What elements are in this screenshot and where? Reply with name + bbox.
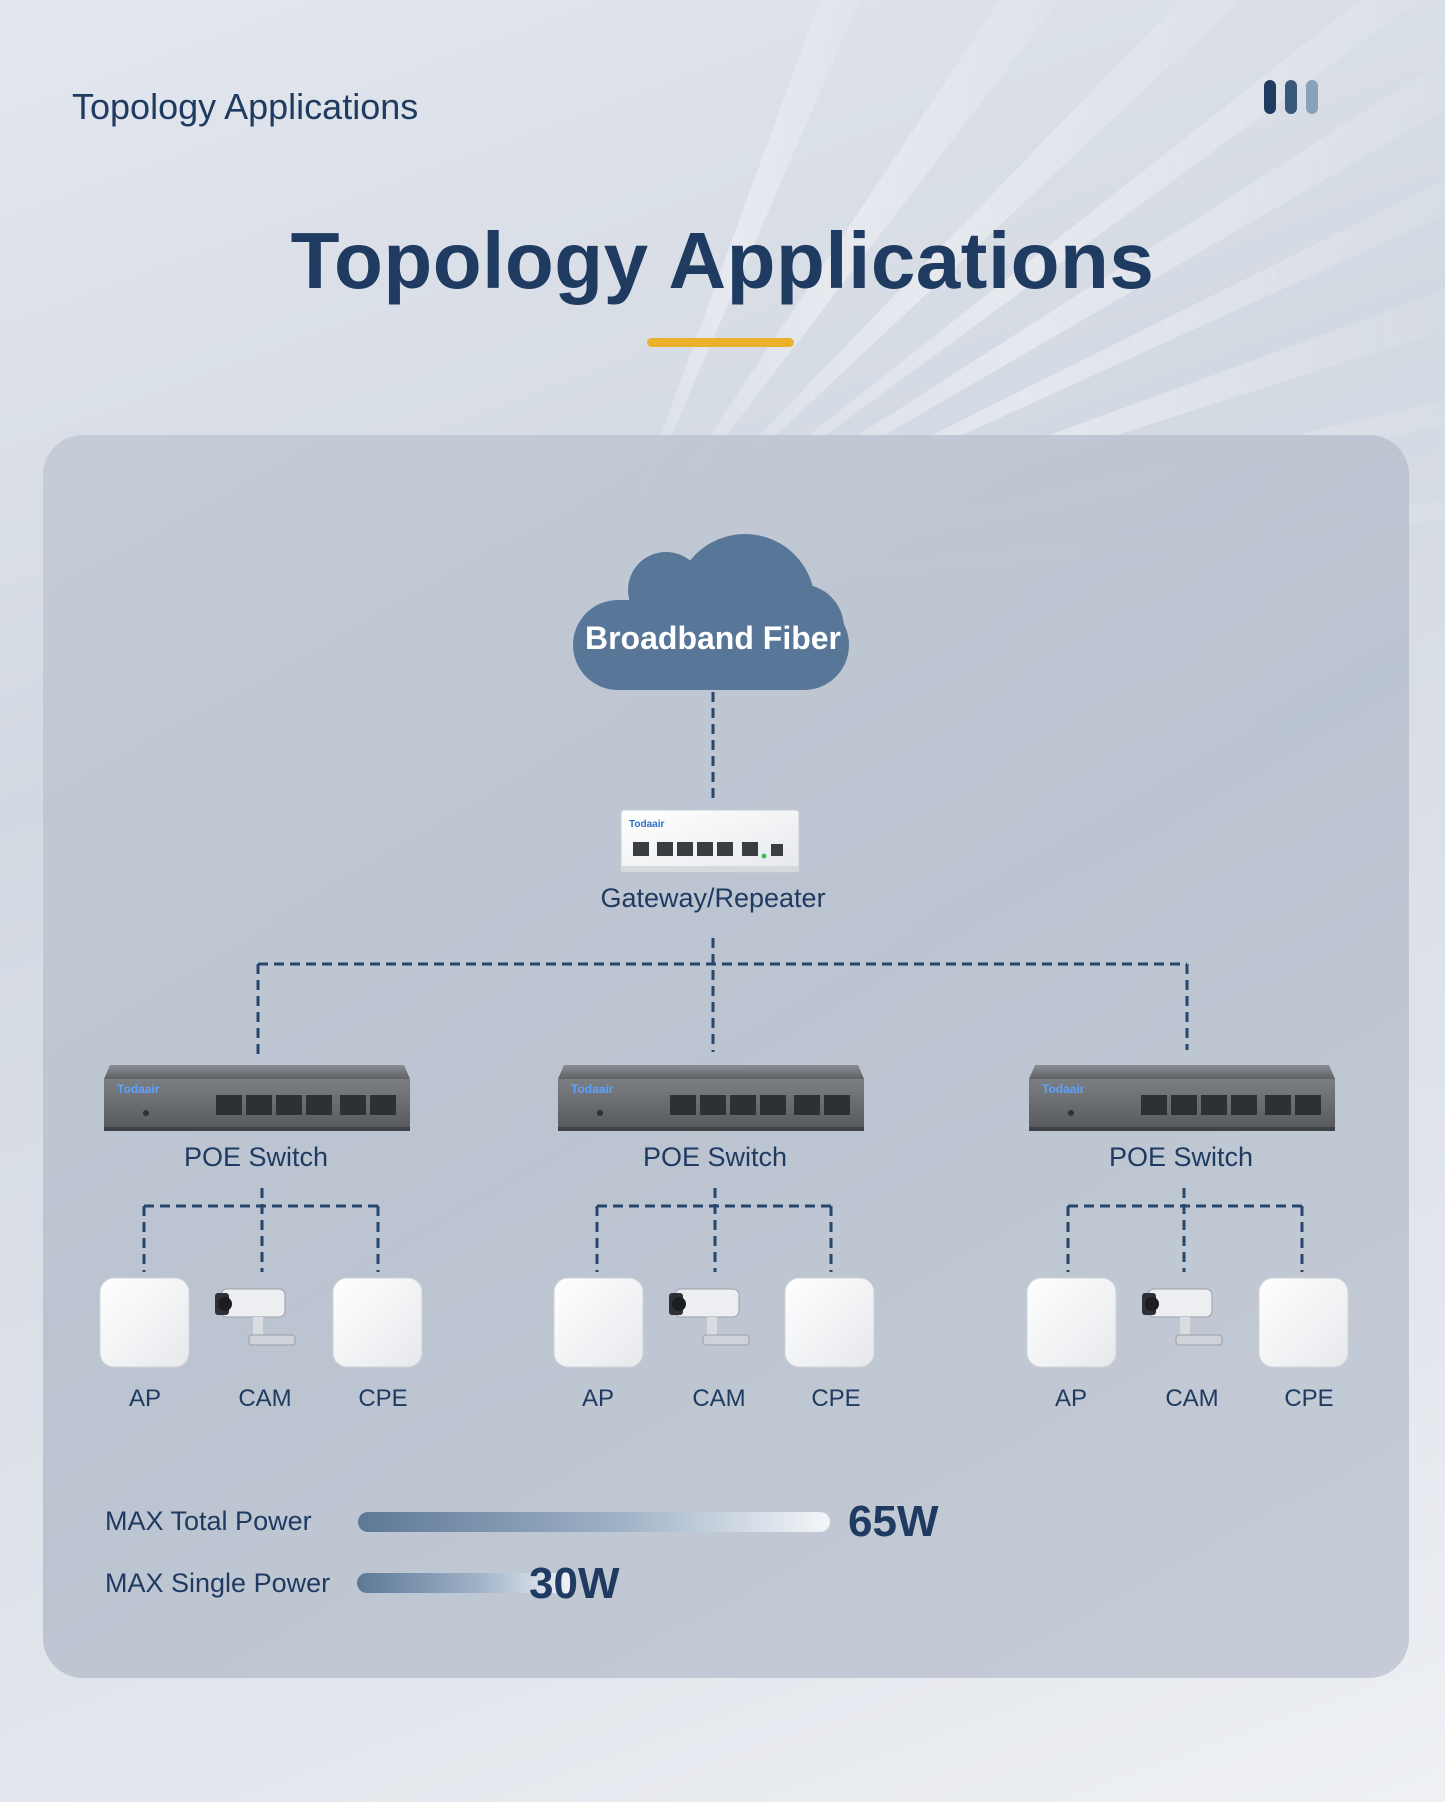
gateway-label: Gateway/Repeater — [600, 883, 826, 913]
poe-switch-icon — [1029, 1065, 1335, 1131]
camera-icon — [1142, 1288, 1223, 1346]
device-label: AP — [1054, 1385, 1087, 1412]
device-label: CAM — [692, 1385, 746, 1412]
title-underline — [647, 338, 794, 347]
cloud-label: Broadband Fiber — [584, 620, 841, 656]
cpe-icon — [784, 1277, 875, 1368]
switch-label: POE Switch — [183, 1142, 329, 1172]
device-label: CPE — [811, 1385, 861, 1412]
max-single-power-bar — [357, 1573, 575, 1593]
gateway-brand-logo: Todaair — [629, 819, 665, 830]
cpe-icon — [332, 1277, 423, 1368]
device-label: AP — [581, 1385, 614, 1412]
switch-brand-logo: Todaair — [571, 1082, 614, 1096]
max-single-power-value: 30W — [529, 1559, 620, 1608]
connection-lines — [142, 692, 1304, 1272]
device-label: CAM — [1165, 1385, 1219, 1412]
max-total-power-value: 65W — [848, 1497, 939, 1546]
access-point-icon — [99, 1277, 190, 1368]
gateway-device-icon — [620, 809, 800, 873]
max-single-power-label: MAX Single Power — [105, 1568, 331, 1598]
page-title: Topology Applications — [290, 216, 1155, 305]
poe-switch-icon — [104, 1065, 410, 1131]
device-label: CPE — [1284, 1385, 1334, 1412]
max-total-power-label: MAX Total Power — [105, 1506, 312, 1536]
device-label: CPE — [358, 1385, 408, 1412]
bars-logo-icon — [1264, 80, 1324, 116]
access-point-icon — [1026, 1277, 1117, 1368]
switch-brand-logo: Todaair — [117, 1082, 160, 1096]
poe-switch-icon — [558, 1065, 864, 1131]
camera-icon — [669, 1288, 750, 1346]
switch-label: POE Switch — [642, 1142, 788, 1172]
cpe-icon — [1258, 1277, 1349, 1368]
switch-label: POE Switch — [1108, 1142, 1254, 1172]
header-title: Topology Applications — [72, 86, 419, 127]
cloud-icon — [573, 534, 849, 690]
device-label: AP — [128, 1385, 161, 1412]
switch-brand-logo: Todaair — [1042, 1082, 1085, 1096]
camera-icon — [215, 1288, 296, 1346]
device-label: CAM — [238, 1385, 292, 1412]
max-total-power-bar — [358, 1512, 830, 1532]
access-point-icon — [553, 1277, 644, 1368]
